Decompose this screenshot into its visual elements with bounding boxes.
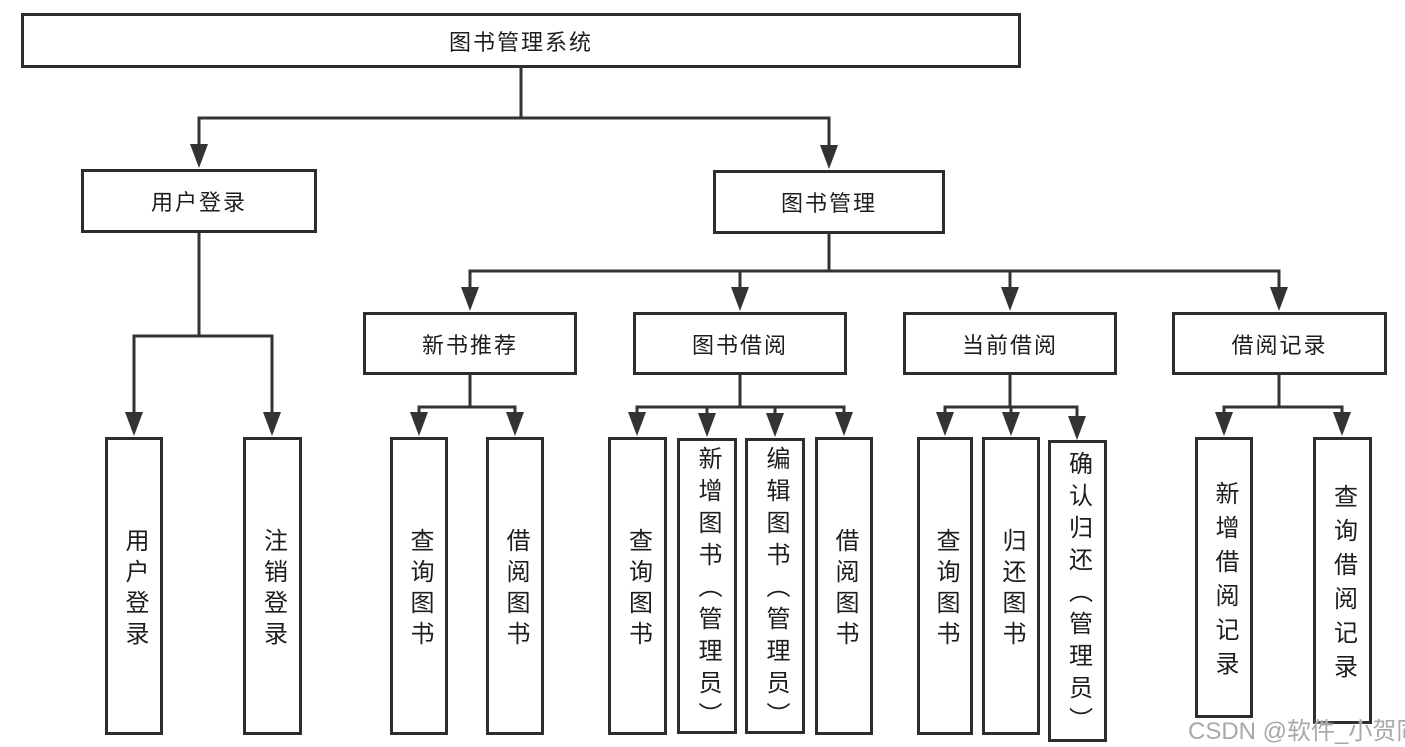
node-book-management: 图书管理 — [713, 170, 945, 234]
leaf-edit-books-admin: 编辑图书（管理员） — [745, 438, 805, 734]
node-borrowing-records: 借阅记录 — [1172, 312, 1387, 375]
leaf-confirm-return-admin: 确认归还（管理员） — [1048, 440, 1107, 742]
leaf-return-books: 归还图书 — [982, 437, 1040, 735]
node-label: 用户登录 — [121, 527, 148, 652]
arrowhead-icon — [1270, 287, 1288, 311]
arrowhead-icon — [461, 287, 479, 311]
csdn-watermark: CSDN @软件_小贺同学 — [1188, 718, 1405, 745]
arrowhead-icon — [698, 413, 716, 437]
node-label: 查询图书 — [624, 527, 652, 652]
node-new-book-recommendation: 新书推荐 — [363, 312, 577, 375]
node-label: 新增借阅记录 — [1211, 480, 1238, 685]
arrowhead-icon — [263, 412, 281, 436]
node-label: 注销登录 — [259, 527, 287, 652]
node-label: 借阅图书 — [831, 527, 858, 652]
node-label: 用户登录 — [150, 190, 247, 215]
leaf-borrow-books-recommend: 借阅图书 — [486, 437, 544, 735]
arrowhead-icon — [125, 412, 143, 436]
node-label: 查询图书 — [406, 527, 433, 652]
node-label: 借阅记录 — [1231, 332, 1328, 358]
leaf-search-books-current: 查询图书 — [917, 437, 973, 735]
leaf-user-login: 用户登录 — [105, 437, 163, 735]
arrowhead-icon — [410, 412, 428, 436]
arrowhead-icon — [506, 412, 524, 436]
leaf-add-borrow-record: 新增借阅记录 — [1195, 437, 1253, 718]
node-label: 编辑图书（管理员） — [762, 446, 789, 734]
node-user-login: 用户登录 — [81, 169, 317, 233]
leaf-logout: 注销登录 — [243, 437, 302, 735]
node-label: 查询图书 — [932, 527, 959, 652]
node-label: 新增图书（管理员） — [694, 446, 721, 734]
arrowhead-icon — [731, 287, 749, 311]
node-label: 查询借阅记录 — [1329, 483, 1357, 688]
arrowhead-icon — [820, 145, 838, 169]
node-label: 图书借阅 — [691, 332, 788, 358]
leaf-search-books-borrowing: 查询图书 — [608, 437, 667, 735]
node-library-management-system: 图书管理系统 — [21, 13, 1021, 68]
node-label: 归还图书 — [998, 527, 1025, 652]
arrowhead-icon — [628, 412, 646, 436]
arrowhead-icon — [1333, 412, 1351, 436]
arrowhead-icon — [1002, 412, 1020, 436]
arrowhead-icon — [766, 413, 784, 437]
leaf-search-borrow-record: 查询借阅记录 — [1313, 437, 1372, 724]
node-label: 借阅图书 — [502, 527, 529, 652]
arrowhead-icon — [936, 412, 954, 436]
arrowhead-icon — [1001, 287, 1019, 311]
leaf-search-books-recommend: 查询图书 — [390, 437, 448, 735]
arrowhead-icon — [835, 412, 853, 436]
node-current-borrowing: 当前借阅 — [903, 312, 1117, 375]
node-book-borrowing: 图书借阅 — [633, 312, 847, 375]
arrowhead-icon — [1215, 412, 1233, 436]
arrowhead-icon — [190, 144, 208, 168]
node-label: 图书管理系统 — [448, 29, 593, 55]
node-label: 确认归还（管理员） — [1064, 451, 1092, 739]
node-label: 新书推荐 — [421, 332, 518, 358]
node-label: 当前借阅 — [961, 332, 1058, 358]
leaf-add-books-admin: 新增图书（管理员） — [677, 438, 737, 734]
arrowhead-icon — [1068, 416, 1086, 440]
leaf-borrow-books: 借阅图书 — [815, 437, 873, 735]
node-label: 图书管理 — [780, 191, 877, 216]
